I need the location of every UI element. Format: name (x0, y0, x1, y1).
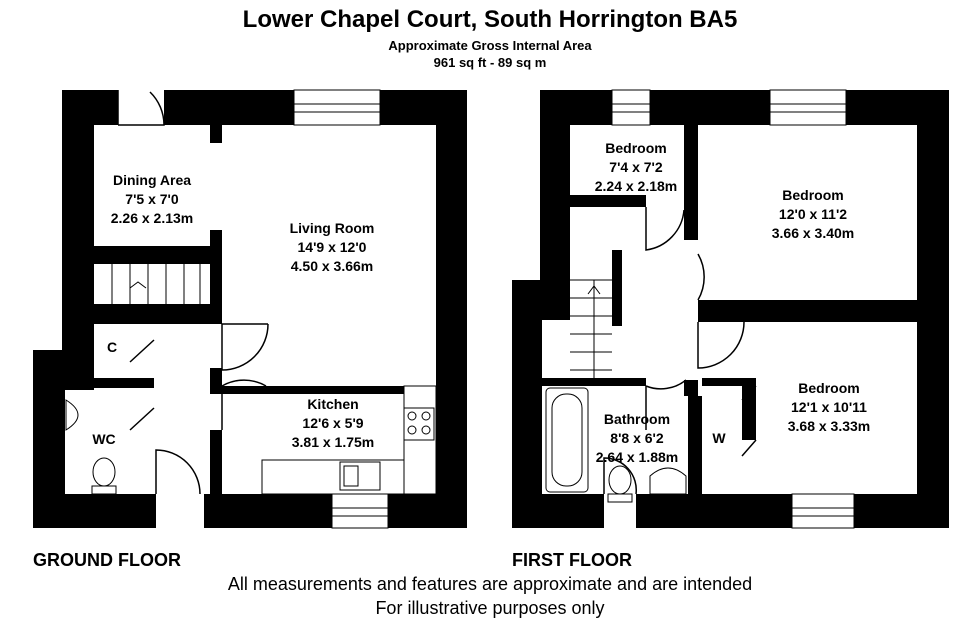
room-imperial: 7'4 x 7'2 (609, 159, 663, 175)
area-value: 961 sq ft - 89 sq m (433, 55, 547, 70)
room-imperial: 12'6 x 5'9 (302, 415, 364, 431)
room-name: C (106, 339, 118, 355)
room-metric: 2.26 x 2.13m (110, 210, 194, 226)
first-floor-stairs (570, 279, 612, 378)
room-name: WC (92, 431, 116, 447)
ground-floor-label: GROUND FLOOR (33, 550, 181, 570)
first-floor-windows (611, 89, 855, 529)
room-label-dining-area: Dining Area 7'5 x 7'0 2.26 x 2.13m (111, 171, 194, 228)
room-label-bathroom: Bathroom 8'8 x 6'2 2.64 x 1.88m (596, 410, 679, 467)
room-name: Bedroom (782, 187, 844, 203)
first-floor-label: FIRST FLOOR (512, 550, 632, 570)
ground-floor-walls (33, 90, 467, 528)
first-floor-walls (512, 90, 949, 528)
wc-fittings (65, 399, 117, 495)
room-metric: 2.24 x 2.18m (594, 178, 678, 194)
room-label-wardrobe: W (712, 429, 725, 448)
room-name: Living Room (289, 220, 375, 236)
room-name: Bathroom (603, 411, 671, 427)
room-label-living-room: Living Room 14'9 x 12'0 4.50 x 3.66m (290, 219, 375, 276)
room-metric: 3.81 x 1.75m (291, 434, 375, 450)
room-imperial: 7'5 x 7'0 (125, 191, 179, 207)
room-imperial: 14'9 x 12'0 (297, 239, 367, 255)
disclaimer-line-2: For illustrative purposes only (375, 598, 605, 618)
room-name: Kitchen (307, 396, 359, 412)
room-metric: 4.50 x 3.66m (290, 258, 374, 274)
area-caption: Approximate Gross Internal Area (388, 38, 592, 53)
ground-floor-windows (293, 89, 389, 529)
kitchen-fittings (261, 385, 437, 495)
room-name: Bedroom (605, 140, 667, 156)
room-name: W (712, 430, 726, 446)
room-name: Bedroom (798, 380, 860, 396)
room-label-bedroom-front: Bedroom 12'1 x 10'11 3.68 x 3.33m (788, 379, 871, 436)
bathroom-fittings (545, 387, 687, 503)
room-label-wc: WC (92, 430, 115, 449)
disclaimer-line-1: All measurements and features are approx… (227, 574, 753, 594)
room-metric: 3.66 x 3.40m (771, 225, 855, 241)
room-metric: 2.64 x 1.88m (595, 449, 679, 465)
page-title: Lower Chapel Court, South Horrington BA5 (242, 6, 738, 33)
room-name: Dining Area (112, 172, 192, 188)
first-floor-doors (603, 207, 757, 495)
room-imperial: 8'8 x 6'2 (610, 430, 664, 446)
room-imperial: 12'1 x 10'11 (791, 399, 867, 415)
ground-floor-doors (117, 90, 269, 495)
room-label-kitchen: Kitchen 12'6 x 5'9 3.81 x 1.75m (292, 395, 375, 452)
room-label-cupboard: C (107, 338, 117, 357)
room-metric: 3.68 x 3.33m (787, 418, 871, 434)
room-imperial: 12'0 x 11'2 (778, 206, 848, 222)
ground-floor-stairs (111, 264, 201, 304)
room-label-bedroom-small: Bedroom 7'4 x 7'2 2.24 x 2.18m (595, 139, 678, 196)
room-label-bedroom-rear: Bedroom 12'0 x 11'2 3.66 x 3.40m (772, 186, 855, 243)
